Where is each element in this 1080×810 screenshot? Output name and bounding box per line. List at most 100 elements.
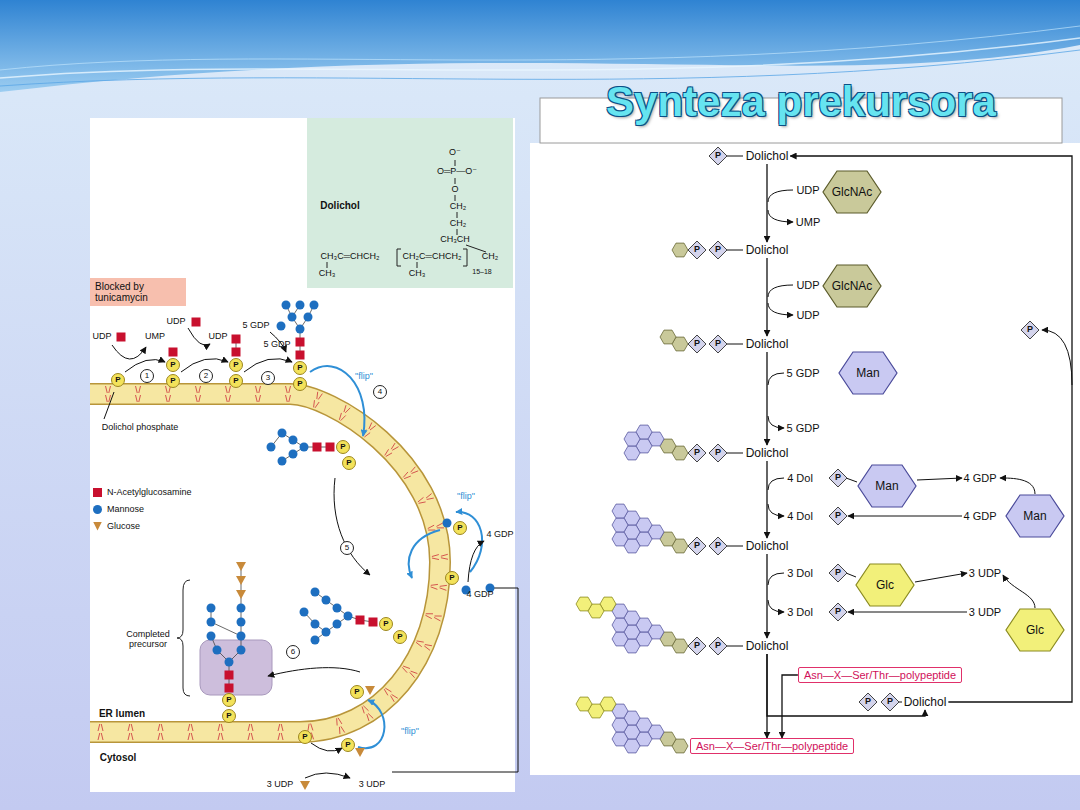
node-text: Dolichol <box>746 337 789 351</box>
dolichol-inset <box>307 118 513 288</box>
chem-label: CH₂C═CHCH₂ <box>403 252 462 262</box>
lipid-tail <box>339 413 341 420</box>
glcnac-icon <box>225 671 234 680</box>
phosphate-label: P <box>457 524 462 533</box>
mannose-icon <box>267 443 276 452</box>
arrow <box>334 478 370 575</box>
lipid-tail <box>432 555 439 557</box>
bond-line <box>726 453 743 454</box>
sugar-hexagon <box>612 718 628 732</box>
right-panel <box>530 143 1080 775</box>
lipid-tail <box>289 395 291 402</box>
lipid-tail <box>259 386 261 393</box>
phosphate-label: P <box>170 377 175 386</box>
sugar-hexagon <box>612 518 628 532</box>
phosphate-label: P <box>694 641 700 651</box>
reagent-label: 5 GDP <box>786 422 819 434</box>
reagent-label: 4 Dol <box>787 510 813 522</box>
phosphate-diamond <box>688 335 706 353</box>
phosphate-diamond <box>829 507 847 525</box>
lipid-tail <box>281 733 283 740</box>
glcnac-icon <box>232 335 241 344</box>
sugar-hexagon <box>672 243 688 257</box>
reagent-label: 3 UDP <box>969 567 1001 579</box>
mannose-icon <box>333 620 342 629</box>
arrow <box>848 612 967 613</box>
inhibitor-box: Blocked by tunicamycin <box>90 278 186 306</box>
hexagon-shape <box>858 465 916 507</box>
lipid-tail <box>341 415 346 420</box>
lipid-tail <box>392 695 398 699</box>
lipid-tail <box>368 713 373 718</box>
bond-line <box>846 573 856 577</box>
mannose-icon <box>237 632 246 641</box>
flip-label: "flip" <box>401 727 419 737</box>
phosphate-diamond <box>709 335 727 353</box>
chem-label: CH₃ <box>319 269 336 279</box>
lipid-tail <box>106 395 108 402</box>
lipid-tail <box>98 733 100 740</box>
phosphate-label: P <box>715 339 721 349</box>
lipid-tail <box>128 733 130 740</box>
node-text: GlcNAc <box>832 185 873 199</box>
mannose-icon <box>333 604 342 613</box>
glcnac-icon <box>356 616 365 625</box>
chem-label: O <box>451 185 458 195</box>
reagent-label: 4 GDP <box>963 472 996 484</box>
phosphate-label: P <box>694 339 700 349</box>
bracket <box>397 249 401 266</box>
lipid-tail <box>411 467 416 472</box>
lipid-tail <box>128 724 130 731</box>
lipid-tail <box>384 689 388 695</box>
pathway-arrow <box>790 156 1072 702</box>
sugar-hexagon <box>612 618 628 632</box>
glcnac-icon <box>296 351 305 360</box>
phosphate-label: P <box>887 697 893 707</box>
bond-line <box>726 646 743 647</box>
node-text: Dolichol <box>746 149 789 163</box>
lipid-tail <box>289 386 291 393</box>
phosphate-diamond <box>859 693 877 711</box>
chem-label: CH₃ <box>409 269 426 279</box>
phosphate-label: P <box>115 376 120 385</box>
phosphate-label: P <box>397 633 402 642</box>
chemical-bond <box>466 245 486 252</box>
reagent-label: UMP <box>796 216 820 228</box>
lipid-tail <box>411 471 418 474</box>
mannose-icon <box>311 620 320 629</box>
node-text: Man <box>1023 509 1046 523</box>
glcnac-icon <box>225 684 234 693</box>
glucose-icon <box>236 590 246 599</box>
lipid-tail <box>278 733 280 740</box>
dolichol-label-box: Dolichol <box>744 538 791 554</box>
lipid-tail <box>229 395 231 402</box>
lipid-tail <box>436 523 442 526</box>
node-text: Blocked by tunicamycin <box>95 281 181 303</box>
pathway-arrow <box>766 164 767 242</box>
lipid-tail <box>431 587 438 590</box>
sugar-hexagon <box>576 697 592 711</box>
phosphate-circle <box>230 359 243 372</box>
node-text: Man <box>856 366 879 380</box>
mannose-icon <box>296 301 305 310</box>
mannose-icon <box>296 325 305 334</box>
branch-line <box>768 285 793 297</box>
phosphate-circle <box>167 359 180 372</box>
lipid-tail <box>419 502 426 503</box>
lipid-tail <box>432 558 439 560</box>
node-text: Dolichol <box>746 539 789 553</box>
legend-text: Mannose <box>107 504 144 514</box>
lipid-tail <box>218 733 220 740</box>
phosphate-label: P <box>694 245 700 255</box>
callout-number: 5 <box>345 544 349 553</box>
node-text: Dolichol <box>904 695 947 709</box>
arrow <box>1003 575 1035 608</box>
mannose-icon <box>304 313 313 322</box>
callout-circle <box>141 370 154 383</box>
lipid-tail <box>434 617 440 620</box>
slide-title: Synteza prekursora <box>540 78 1062 126</box>
mannose-icon <box>310 301 319 310</box>
lipid-tail <box>385 688 391 692</box>
phosphate-label: P <box>835 511 841 521</box>
glucose-icon <box>365 686 375 695</box>
